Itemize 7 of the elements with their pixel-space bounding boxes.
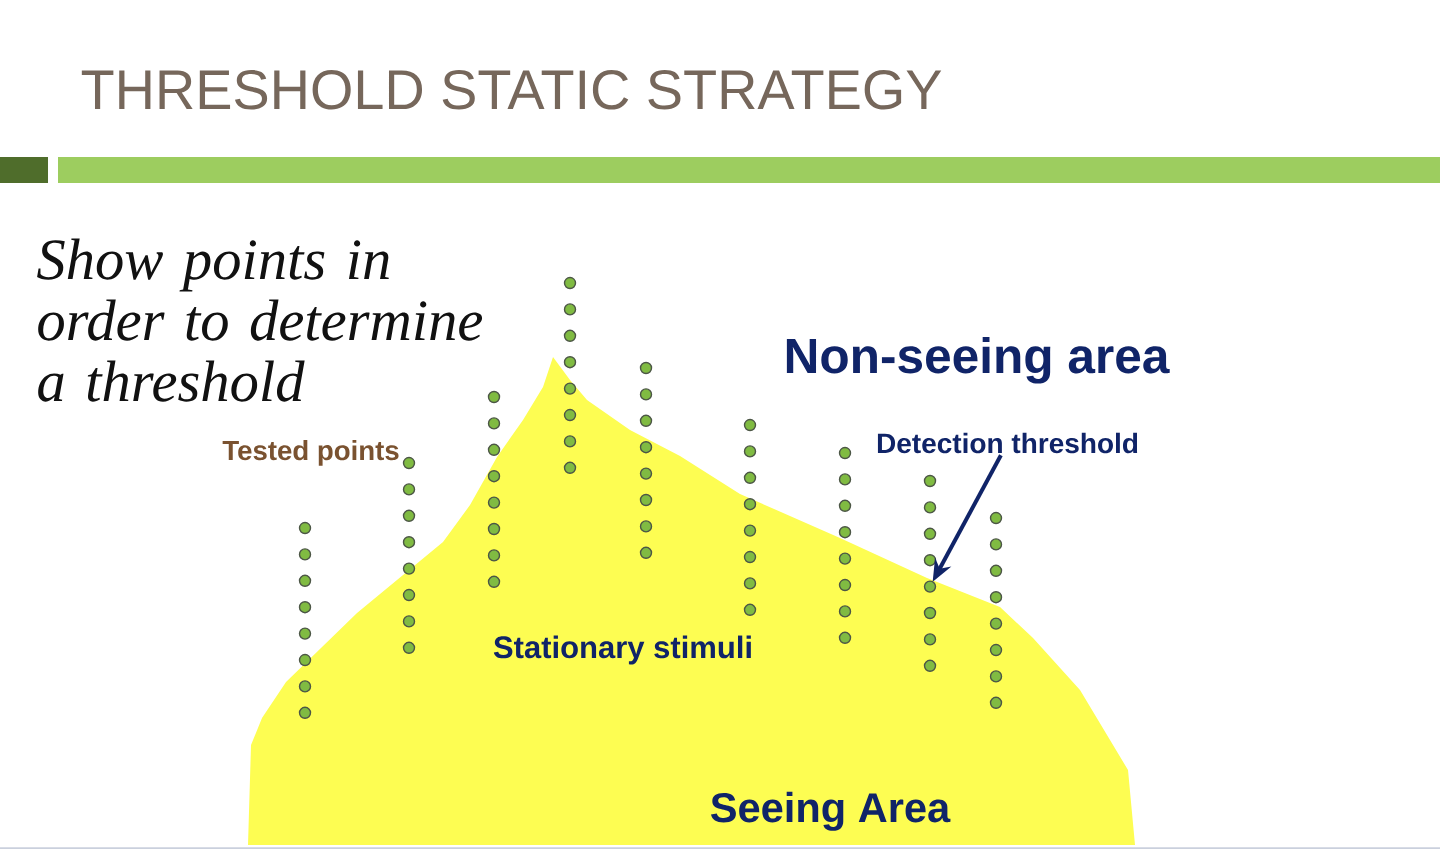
annotation-text: Tested points — [222, 440, 399, 466]
area-label: Non-seeing area — [786, 337, 1170, 384]
handwritten-note: Show points in order to determine a threshold — [37, 238, 483, 402]
annotation-text: Detection threshold — [877, 432, 1138, 454]
slide-title: THRESHOLD STATIC STRATEGY — [81, 70, 942, 110]
area-label: Seeing Area — [710, 791, 951, 831]
annotation-text: Stationary stimuli — [493, 635, 751, 665]
